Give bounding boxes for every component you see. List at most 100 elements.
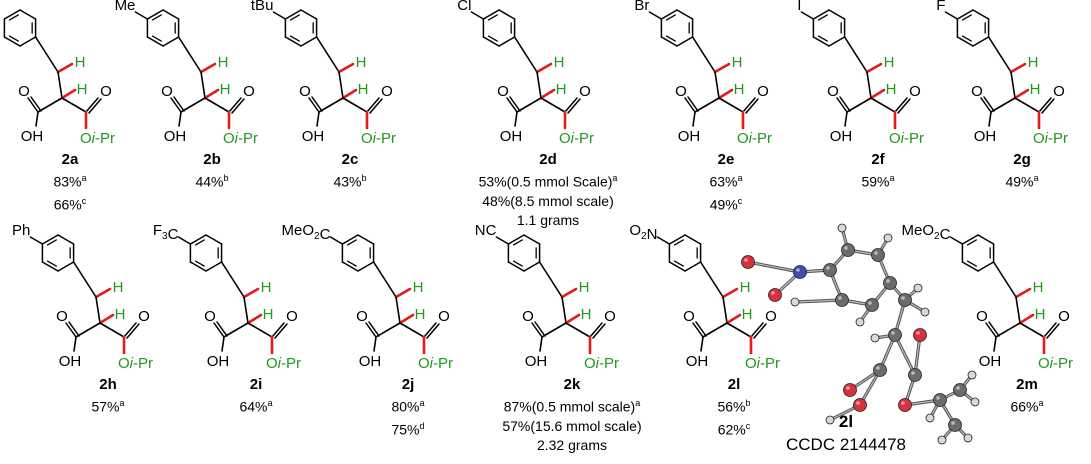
ring-bond [498, 36, 516, 47]
ring-bond [19, 9, 37, 20]
oh-group: OH [302, 128, 325, 145]
carbonyl-bond [836, 97, 848, 113]
carbonyl-bond [1043, 322, 1057, 338]
ring-bond [284, 9, 302, 20]
ch-bond-red [560, 287, 578, 299]
backbone-bond [200, 71, 206, 99]
ring-bond [684, 234, 702, 245]
oh-group: OH [500, 128, 523, 145]
atom-shine [744, 258, 748, 262]
backbone-bond [342, 97, 368, 113]
h-atom: H [1033, 279, 1044, 296]
ring-bond [300, 9, 318, 20]
backbone-bond [180, 97, 206, 113]
carbonyl-bond [88, 98, 102, 114]
ring-bond [660, 36, 678, 47]
backbone-bond [1014, 97, 1040, 113]
o-atom: O [100, 83, 112, 100]
h-atom: H [356, 54, 367, 71]
ring-bond [162, 9, 180, 20]
ch-bond-red [60, 88, 77, 100]
carbonyl-bond [126, 323, 140, 339]
carbonyl-bond [506, 97, 518, 113]
ring-bond [205, 261, 223, 272]
o-atom: O [1058, 308, 1070, 325]
ch-bond-red [1013, 88, 1030, 100]
o-atom: O [909, 83, 921, 100]
benzyl-bond [691, 36, 716, 73]
benzyl-bond [699, 261, 724, 298]
oxygen-atom [843, 383, 857, 397]
c-oh-bond [514, 111, 518, 127]
hydrogen-atom [925, 413, 935, 423]
ring-bond [972, 36, 990, 47]
carbonyl-bond [564, 97, 578, 113]
yield-line: 57%a [91, 398, 125, 415]
oipr-group: Oi-Pr [118, 355, 153, 372]
ch-bond-red [242, 287, 260, 299]
ch-bond-red [394, 287, 412, 299]
benzyl-bond [513, 36, 538, 73]
o-atom: O [161, 83, 173, 100]
ring-bond [146, 36, 164, 47]
c-oh-bond [700, 336, 704, 352]
backbone-bond [870, 97, 896, 113]
ch-bond-red [246, 313, 263, 325]
yield-line: 44%b [195, 173, 229, 190]
h-atom: H [220, 81, 231, 98]
carbonyl-bond [170, 97, 182, 113]
h-atom: H [218, 54, 229, 71]
ring-bond [961, 234, 979, 245]
substituent-label: MeO2C [901, 222, 950, 243]
scale-mass: 2.32 grams [536, 436, 608, 453]
crystal-bond-highlight [894, 334, 916, 376]
hydrogen-atom [825, 415, 835, 425]
footnote-mark: c [81, 195, 87, 206]
substituent-bond [949, 236, 964, 245]
substituent-bond [177, 236, 192, 245]
footnote-mark: a [1038, 398, 1044, 408]
carbon-atom [883, 276, 897, 290]
compound-label: 2a [61, 151, 79, 168]
yield-line: 64%a [239, 398, 273, 415]
ring-bond [146, 9, 164, 20]
carbonyl-bond [228, 97, 242, 113]
ring-bond [284, 36, 302, 47]
benzyl-bond [220, 261, 245, 298]
carbonyl-bond [567, 98, 581, 114]
hydrogen-atom [963, 433, 973, 443]
carbonyl-bond [687, 96, 699, 112]
oxygen-atom [741, 255, 755, 269]
ring-double-bond [289, 35, 300, 42]
atom-shine [891, 331, 895, 335]
ring-bond [498, 9, 516, 20]
h-atom: H [77, 81, 88, 98]
ring-double-bond [194, 260, 205, 267]
ring-bond [3, 36, 21, 47]
carbon-atom [823, 263, 837, 277]
yield-line: 83%a [53, 173, 87, 190]
scale-mass: 1.1 grams [516, 211, 580, 228]
crystal-bond-highlight [794, 299, 843, 303]
backbone-bond [536, 71, 542, 99]
atom-shine [796, 268, 800, 272]
oipr-group: Oi-Pr [559, 130, 594, 147]
ring-bond [956, 36, 974, 47]
atom-shine [951, 421, 955, 425]
o-atom: O [976, 308, 988, 325]
carbonyl-bond [1046, 323, 1060, 339]
oh-group: OH [525, 353, 548, 370]
backbone-bond [846, 97, 872, 113]
hydrogen-atom [855, 317, 865, 327]
h-atom: H [740, 279, 751, 296]
ch-bond-red [713, 62, 731, 74]
ring-bond [341, 261, 359, 272]
atom-shine [956, 386, 960, 390]
footnote-mark: b [223, 173, 229, 183]
o-atom: O [1053, 83, 1065, 100]
